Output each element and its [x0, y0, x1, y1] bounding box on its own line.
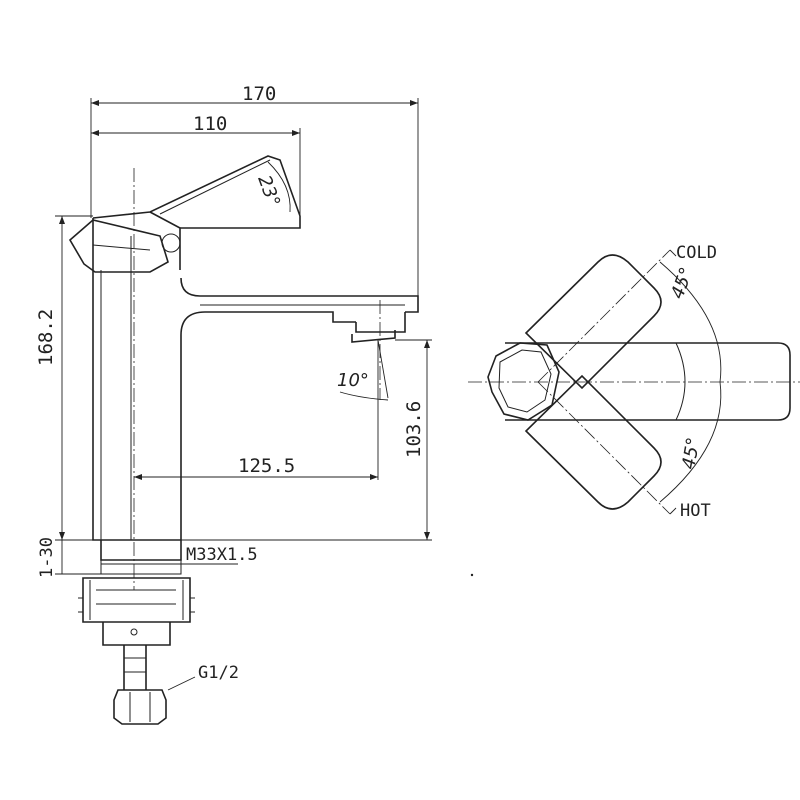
cold-label: COLD [676, 243, 717, 263]
faucet-side-view [68, 155, 419, 725]
dim-lever-length: 110 [193, 113, 227, 135]
dim-connection: G1/2 [198, 663, 239, 683]
dim-thread: M33X1.5 [186, 545, 258, 565]
faucet-top-view [468, 249, 800, 515]
dim-overall-length: 170 [242, 83, 276, 105]
stray-dot [470, 573, 474, 577]
dimension-labels: 170 110 125.5 168.2 103.6 1-30 23° 10° M… [35, 83, 425, 683]
dim-spout-reach: 125.5 [238, 455, 295, 477]
dim-deck-thickness: 1-30 [37, 537, 57, 578]
hot-angle-label: 45° [678, 436, 704, 471]
dim-lever-angle: 23° [253, 173, 284, 210]
dim-overall-height: 168.2 [35, 309, 57, 366]
dimension-lines [55, 98, 432, 691]
dim-spout-height: 103.6 [403, 401, 425, 458]
dim-spout-angle: 10° [337, 370, 369, 391]
hot-label: HOT [680, 501, 711, 521]
